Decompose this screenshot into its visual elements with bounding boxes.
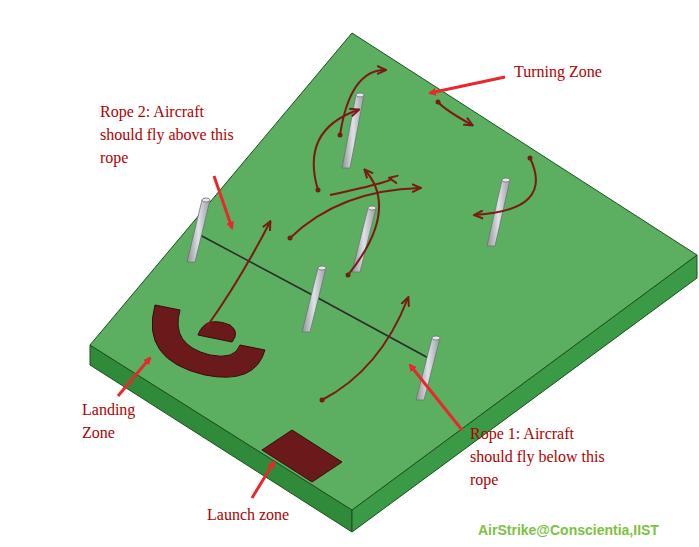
- rope-label: Rope 2: Aircraft should fly above this r…: [100, 100, 235, 169]
- zone-label: Turning Zone: [514, 60, 654, 83]
- zone-label: Launch zone: [207, 503, 327, 526]
- zone-label: Landing Zone: [82, 398, 162, 444]
- rope-label: Rope 1: Aircraft should fly below this r…: [470, 422, 605, 491]
- watermark: AirStrike@Conscientia,IIST: [478, 521, 693, 539]
